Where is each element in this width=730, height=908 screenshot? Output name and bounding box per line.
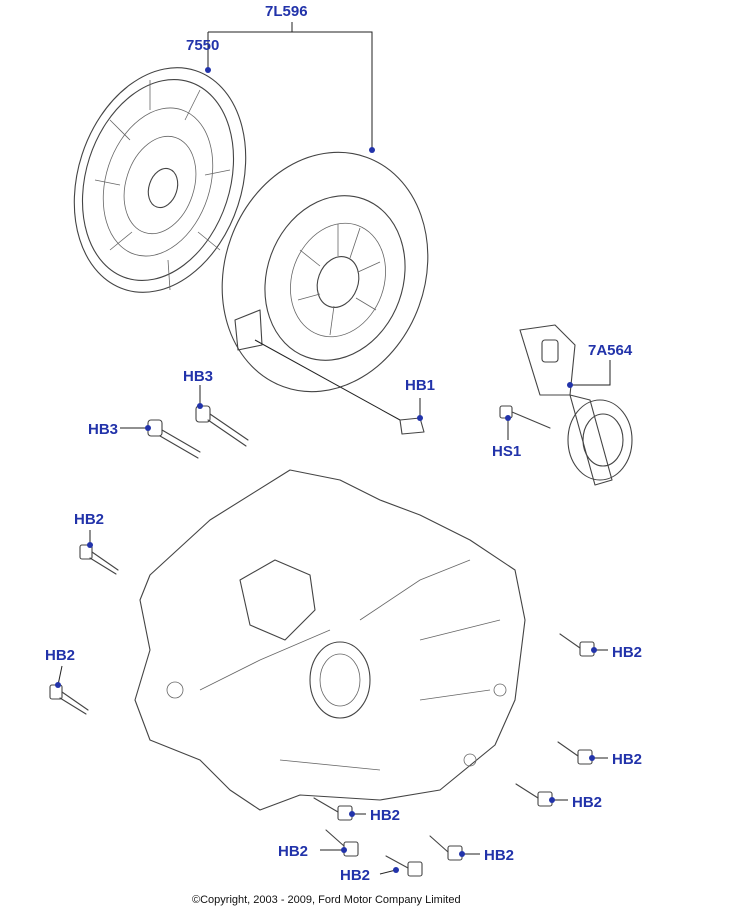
pressure-plate — [221, 151, 429, 393]
label-hb2-right-lower: HB2 — [572, 794, 602, 811]
label-hb2-right-upper: HB2 — [612, 644, 642, 661]
label-hb2-bottom-left: HB2 — [278, 843, 308, 860]
label-hs1: HS1 — [492, 443, 521, 460]
label-hb2-bottom: HB2 — [340, 867, 370, 884]
transmission-housing — [134, 469, 526, 811]
clutch-disc — [73, 67, 247, 293]
label-hb2-right-middle: HB2 — [612, 751, 642, 768]
label-hb2-upper-left: HB2 — [74, 511, 104, 528]
label-7a564: 7A564 — [588, 342, 633, 359]
label-hb2-center: HB2 — [370, 807, 400, 824]
label-7550: 7550 — [186, 37, 219, 54]
label-hb3-left: HB3 — [88, 421, 118, 438]
copyright-footer: ©Copyright, 2003 - 2009, Ford Motor Comp… — [192, 894, 461, 906]
part-labels: 7L596 7550 7A564 HB1 HB3 HB3 HS1 HB2 HB2… — [45, 3, 642, 884]
release-bearing — [519, 324, 633, 486]
label-hb2-bottom-right: HB2 — [484, 847, 514, 864]
leader-lines — [57, 22, 611, 875]
label-hb3-upper: HB3 — [183, 368, 213, 385]
label-hb2-mid-left: HB2 — [45, 647, 75, 664]
label-hb1: HB1 — [405, 377, 435, 394]
connector-dots — [55, 67, 597, 873]
label-7l596: 7L596 — [265, 3, 308, 20]
